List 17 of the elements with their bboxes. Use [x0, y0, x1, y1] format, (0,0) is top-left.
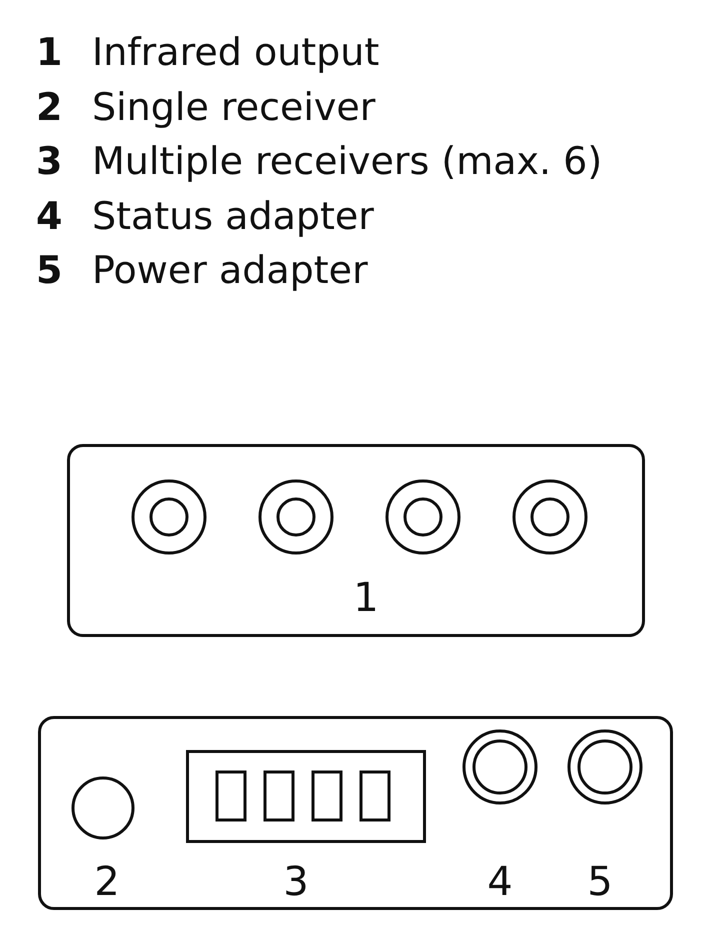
callout-number: 5 — [587, 859, 613, 905]
device-panel — [67, 444, 645, 637]
callout-number: 3 — [283, 859, 309, 905]
callout-number: 1 — [353, 575, 379, 621]
key-text: Infrared output — [92, 30, 380, 74]
key-number: 2 — [36, 84, 62, 128]
key-text: Single receiver — [92, 84, 376, 128]
key-text: Power adapter — [92, 248, 368, 292]
callout-number: 2 — [94, 859, 120, 905]
callout-number: 4 — [487, 859, 513, 905]
key-text: Status adapter — [92, 194, 374, 238]
key-number: 4 — [36, 194, 62, 238]
device-panel — [38, 716, 673, 910]
key-text: Multiple receivers (max. 6) — [92, 139, 602, 183]
key-number: 3 — [36, 139, 62, 183]
key-number: 1 — [36, 30, 62, 74]
key-number: 5 — [36, 248, 62, 292]
